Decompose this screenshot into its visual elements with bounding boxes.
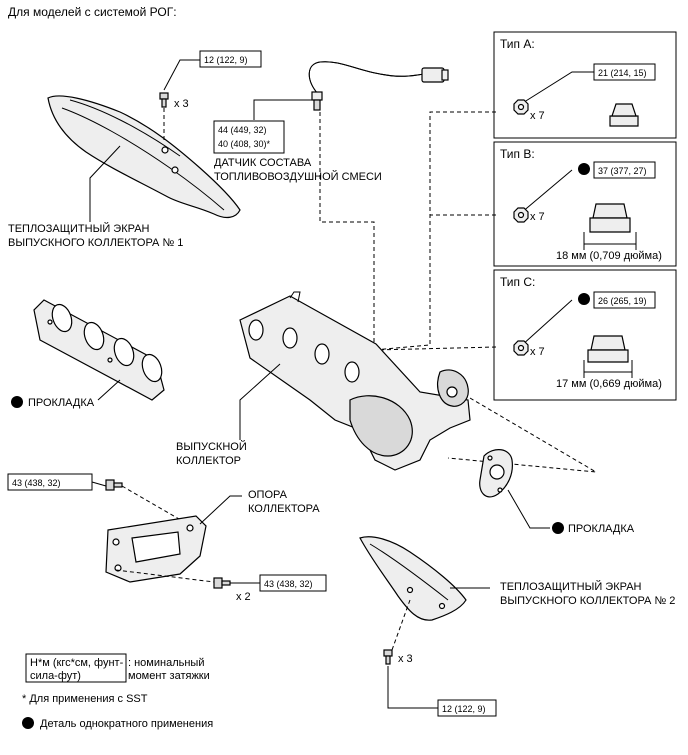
legend-unit-line2: сила-фут): [30, 670, 81, 682]
legend-unit-line1: Н*м (кгс*см, фунт-: [30, 657, 124, 669]
legend-unit-desc2: момент затяжки: [128, 670, 210, 682]
heat-shield-2-bolt: [383, 649, 393, 665]
support-top-bolt: [105, 479, 123, 491]
heat-shield-2-label-line2: ВЫПУСКНОГО КОЛЛЕКТОРА № 2: [500, 595, 675, 607]
type-b-title: Тип B:: [500, 147, 535, 161]
bottom-bolt-quantity: x 3: [398, 653, 413, 665]
support-top-torque: 43 (438, 32): [12, 478, 61, 488]
type-c-dimension: 17 мм (0,669 дюйма): [556, 378, 662, 390]
type-a-torque: 21 (214, 15): [598, 68, 647, 78]
page-header: Для моделей с системой РОГ:: [8, 5, 177, 19]
heat-shield-1-bolt: [159, 92, 169, 108]
heat-shield-2: [359, 536, 467, 621]
type-c-quantity: x 7: [530, 346, 545, 358]
top-bolt-quantity: x 3: [174, 98, 189, 110]
top-bolt-torque-box: [199, 50, 262, 68]
heat-shield-1: [47, 95, 241, 219]
gasket-left-part: [33, 299, 165, 401]
heat-shield-1-label-line2: ВЫПУСКНОГО КОЛЛЕКТОРА № 1: [8, 237, 183, 249]
legend-sst-note: * Для применения с SST: [22, 693, 148, 705]
manifold-label-line2: КОЛЛЕКТОР: [176, 455, 241, 467]
heat-shield-2-label-line1: ТЕПЛОЗАЩИТНЫЙ ЭКРАН: [500, 580, 642, 593]
type-a-title: Тип A:: [500, 37, 535, 51]
type-b-nut: [589, 203, 631, 233]
support-label-line1: ОПОРА: [248, 489, 288, 501]
bottom-bolt-torque-box: [437, 699, 497, 717]
legend-unit-desc1: : номинальный: [128, 657, 204, 669]
type-c-torque: 26 (265, 19): [598, 296, 647, 306]
legend-unit-box: [25, 653, 127, 683]
type-a-quantity: x 7: [530, 110, 545, 122]
type-b-quantity: x 7: [530, 211, 545, 223]
gasket-left-single-use-mark: [11, 396, 23, 408]
support-bottom-torque: 43 (438, 32): [264, 579, 313, 589]
top-bolt-torque: 12 (122, 9): [204, 55, 248, 65]
gasket-left-label: ПРОКЛАДКА: [28, 397, 95, 409]
type-a-panel: Тип A: 21 (214, 15) x 7: [493, 31, 677, 139]
sensor-torque-box: [213, 120, 285, 154]
legend-single-use: Деталь однократного применения: [40, 718, 213, 730]
sensor-torque-2: 40 (408, 30)*: [218, 139, 271, 149]
air-fuel-sensor: [308, 61, 449, 111]
gasket-right-label: ПРОКЛАДКА: [568, 523, 635, 535]
sensor-label-line1: ДАТЧИК СОСТАВА: [214, 157, 312, 169]
exhaust-manifold: [239, 291, 471, 471]
type-b-dimension: 18 мм (0,709 дюйма): [556, 250, 662, 262]
sensor-label-line2: ТОПЛИВОВОЗДУШНОЙ СМЕСИ: [214, 170, 382, 183]
sensor-torque-1: 44 (449, 32): [218, 125, 267, 135]
manifold-label-line1: ВЫПУСКНОЙ: [176, 440, 247, 453]
support-label-line2: КОЛЛЕКТОРА: [248, 503, 320, 515]
type-a-nut: [609, 103, 639, 127]
legend-single-use-mark: [22, 717, 34, 729]
gasket-right-part: [479, 449, 513, 498]
type-c-title: Тип C:: [500, 275, 535, 289]
type-b-torque: 37 (377, 27): [598, 166, 647, 176]
support-bottom-torque-box: [259, 574, 327, 592]
manifold-support: [105, 515, 207, 583]
support-bottom-quantity: x 2: [236, 591, 251, 603]
type-c-panel: Тип C: 26 (265, 19) x 7 17 мм (0,669 дюй…: [493, 269, 677, 401]
type-c-nut: [587, 335, 629, 363]
type-b-panel: Тип B: 37 (377, 27) x 7 18 мм (0,709 дюй…: [493, 141, 677, 267]
gasket-right-single-use-mark: [552, 522, 564, 534]
bottom-bolt-torque: 12 (122, 9): [442, 704, 486, 714]
heat-shield-1-label-line1: ТЕПЛОЗАЩИТНЫЙ ЭКРАН: [8, 222, 150, 235]
support-bottom-bolt: [213, 577, 231, 589]
